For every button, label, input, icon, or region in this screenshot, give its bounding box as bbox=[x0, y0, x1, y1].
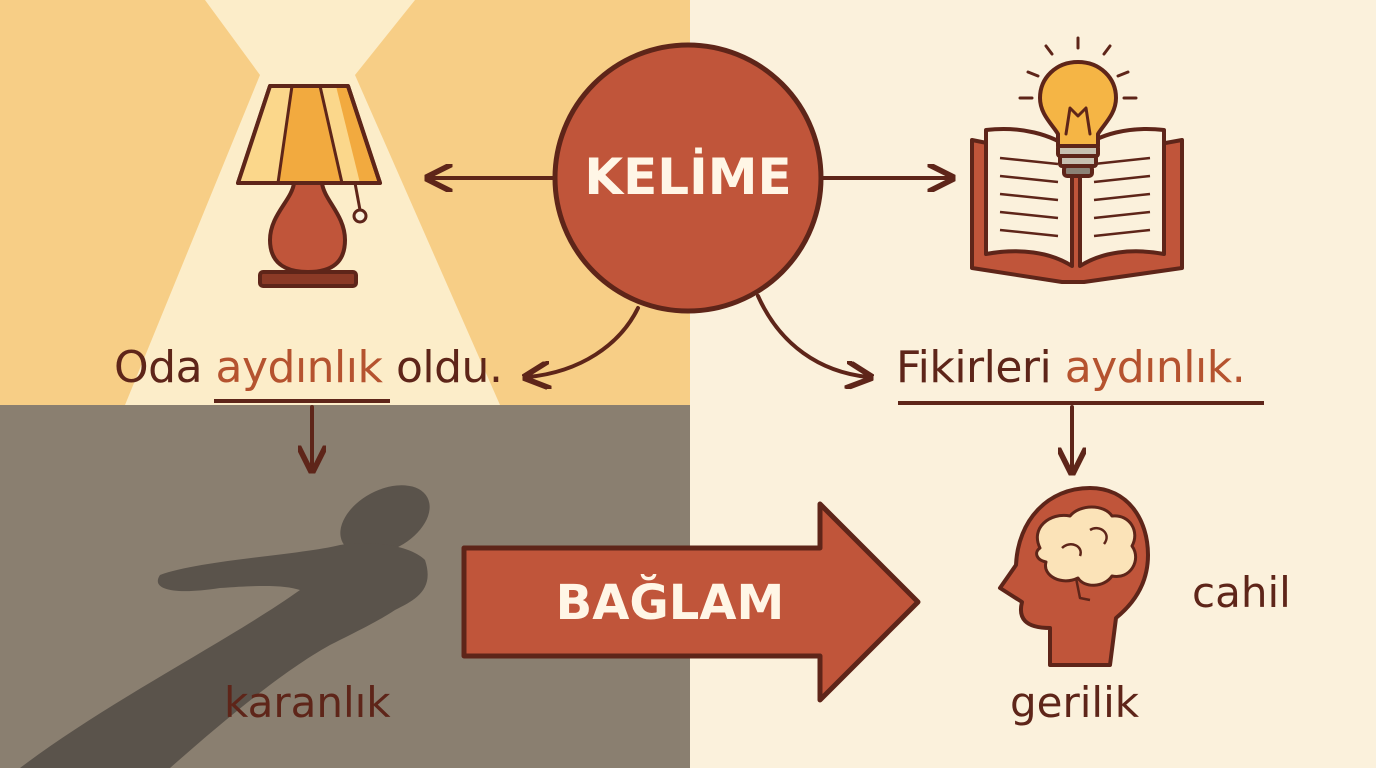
kelime-circle bbox=[552, 42, 824, 314]
book-icon bbox=[970, 127, 1184, 284]
right-sentence: Fikirleri aydınlık. bbox=[896, 342, 1246, 393]
shadow-figure-icon bbox=[20, 485, 430, 768]
context-arrow-label: BAĞLAM bbox=[555, 575, 785, 631]
left-sentence-highlight: aydınlık bbox=[215, 342, 383, 393]
left-sentence-suffix: oldu. bbox=[382, 342, 503, 393]
lightbulb-icon bbox=[1018, 36, 1138, 178]
right-opposite-word-2: gerilik bbox=[1010, 678, 1140, 727]
right-opposite-word-1: cahil bbox=[1192, 568, 1291, 617]
left-opposite-word: karanlık bbox=[224, 678, 391, 727]
brain-icon bbox=[1035, 505, 1138, 602]
center-word: KELİME bbox=[584, 148, 792, 206]
right-sentence-prefix: Fikirleri bbox=[896, 342, 1065, 393]
left-sentence: Oda aydınlık oldu. bbox=[114, 342, 503, 393]
left-sentence-prefix: Oda bbox=[114, 342, 216, 393]
connector-arrows bbox=[312, 178, 1072, 470]
right-sentence-highlight: aydınlık. bbox=[1064, 342, 1246, 393]
context-arrow-shape bbox=[461, 501, 921, 703]
arrow-to-left-sentence bbox=[528, 306, 640, 377]
arrow-to-right-sentence bbox=[756, 294, 868, 377]
lamp-icon bbox=[236, 84, 382, 288]
